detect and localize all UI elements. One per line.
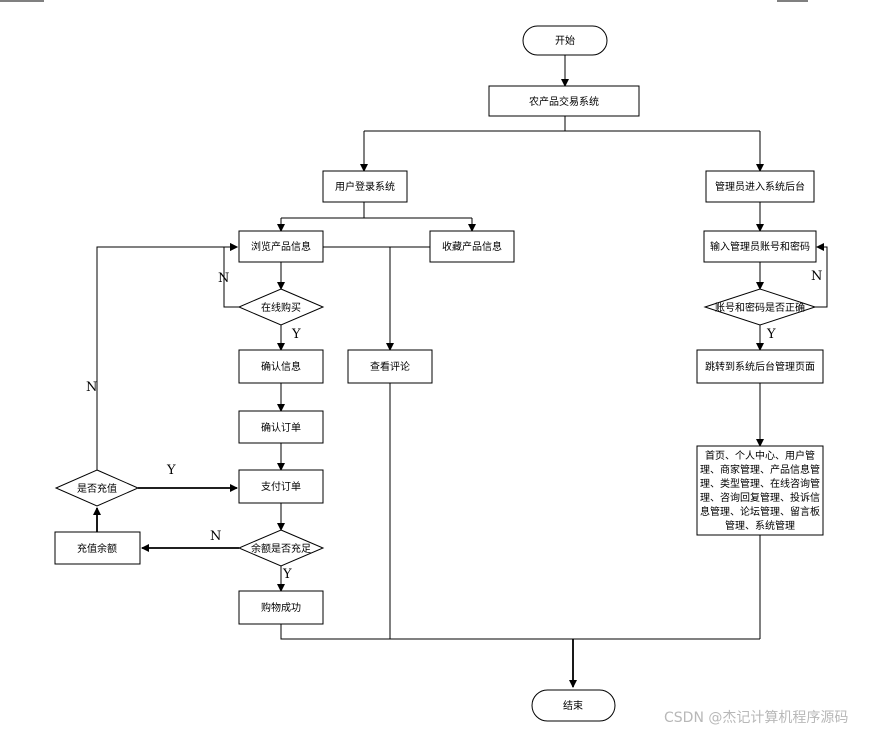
node-confirm-order: 确认订单 [238,410,324,444]
node-input-credentials-label: 输入管理员账号和密码 [710,240,810,253]
label-recharge-yes: Y [166,463,176,478]
admin-modules-line-6: 管理、系统管理 [725,519,795,532]
label-cred-yes: Y [766,327,776,342]
decision-is-recharge-label: 是否充值 [77,482,117,495]
decision-online-buy-label: 在线购买 [261,301,301,314]
decision-is-recharge: 是否充值 [54,469,140,507]
node-view-comments-label: 查看评论 [370,360,410,373]
decision-balance-check-label: 余额是否充足 [251,542,311,555]
decision-credentials-check: 账号和密码是否正确 [703,288,817,326]
edges [93,55,828,688]
node-confirm-info-label: 确认信息 [261,360,301,373]
node-system: 农产品交易系统 [488,85,640,117]
decision-online-buy: 在线购买 [237,288,325,326]
terminal-end-label: 结束 [563,699,583,712]
label-balance-no: N [210,529,221,544]
edge-recharge-no [96,243,238,470]
decision-balance-check: 余额是否充足 [237,529,325,567]
node-purchase-success: 购物成功 [238,590,324,625]
terminal-end: 结束 [531,689,616,722]
watermark-text: CSDN @杰记计算机程序源码 [664,710,848,726]
node-recharge-balance: 充值余额 [54,531,141,565]
label-cred-no: N [811,269,822,284]
node-admin-enter: 管理员进入系统后台 [705,170,815,203]
admin-modules-line-2: 理、商家管理、产品信息管 [700,463,820,476]
node-user-login-label: 用户登录系统 [335,180,395,193]
terminal-start: 开始 [522,25,608,56]
node-purchase-success-label: 购物成功 [261,601,301,614]
admin-modules-line-1: 首页、个人中心、用户管 [705,449,815,462]
node-jump-admin-label: 跳转到系统后台管理页面 [705,360,815,373]
node-recharge-balance-label: 充值余额 [77,542,117,555]
label-balance-yes: Y [282,567,292,582]
node-admin-enter-label: 管理员进入系统后台 [715,180,805,193]
node-favorite-label: 收藏产品信息 [442,240,502,253]
decision-credentials-check-label: 账号和密码是否正确 [715,301,805,314]
node-browse: 浏览产品信息 [238,230,324,263]
label-recharge-no: N [86,380,97,395]
edge-success-join [280,624,530,640]
label-buy-yes: Y [291,327,301,342]
admin-modules-line-4: 理、咨询回复管理、投诉信 [700,491,820,504]
node-user-login: 用户登录系统 [322,170,408,203]
admin-modules-line-5: 息管理、论坛管理、留言板 [700,505,820,518]
node-pay-order-label: 支付订单 [261,480,301,493]
node-view-comments: 查看评论 [347,349,433,384]
node-confirm-order-label: 确认订单 [261,421,301,434]
node-jump-admin: 跳转到系统后台管理页面 [696,349,824,384]
node-system-label: 农产品交易系统 [529,95,599,108]
node-favorite: 收藏产品信息 [429,230,515,263]
node-browse-label: 浏览产品信息 [251,240,311,253]
node-pay-order: 支付订单 [238,469,324,504]
admin-modules-line-3: 理、类型管理、在线咨询管 [700,477,820,490]
node-admin-modules: 首页、个人中心、用户管 理、商家管理、产品信息管 理、类型管理、在线咨询管 理、… [696,445,824,536]
edge-cred-no [815,243,828,308]
node-confirm-info: 确认信息 [238,349,324,384]
node-input-credentials: 输入管理员账号和密码 [703,230,817,263]
label-buy-no: N [218,271,229,286]
edge-to-view-comments [323,246,394,351]
terminal-start-label: 开始 [555,34,575,47]
